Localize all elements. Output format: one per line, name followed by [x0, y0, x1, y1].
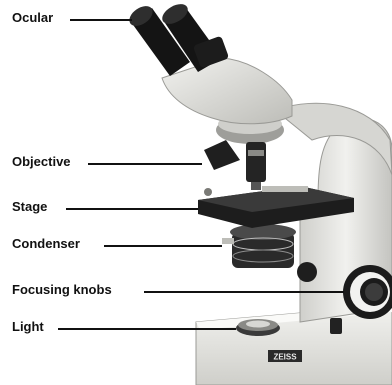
brand-text: ZEISS	[273, 353, 297, 362]
objectives	[204, 114, 284, 190]
leader-focusing-knobs	[144, 291, 344, 293]
leader-light	[58, 328, 236, 330]
label-stage: Stage	[12, 199, 47, 215]
light-source	[236, 319, 280, 336]
leader-stage	[66, 208, 198, 210]
label-condenser: Condenser	[12, 236, 80, 252]
label-light: Light	[12, 319, 44, 335]
label-ocular: Ocular	[12, 10, 53, 26]
leader-ocular	[70, 19, 132, 21]
leader-condenser	[104, 245, 222, 247]
condenser	[222, 224, 296, 268]
label-objective: Objective	[12, 154, 71, 170]
label-focusing-knobs: Focusing knobs	[12, 282, 112, 298]
leader-objective	[88, 163, 202, 165]
